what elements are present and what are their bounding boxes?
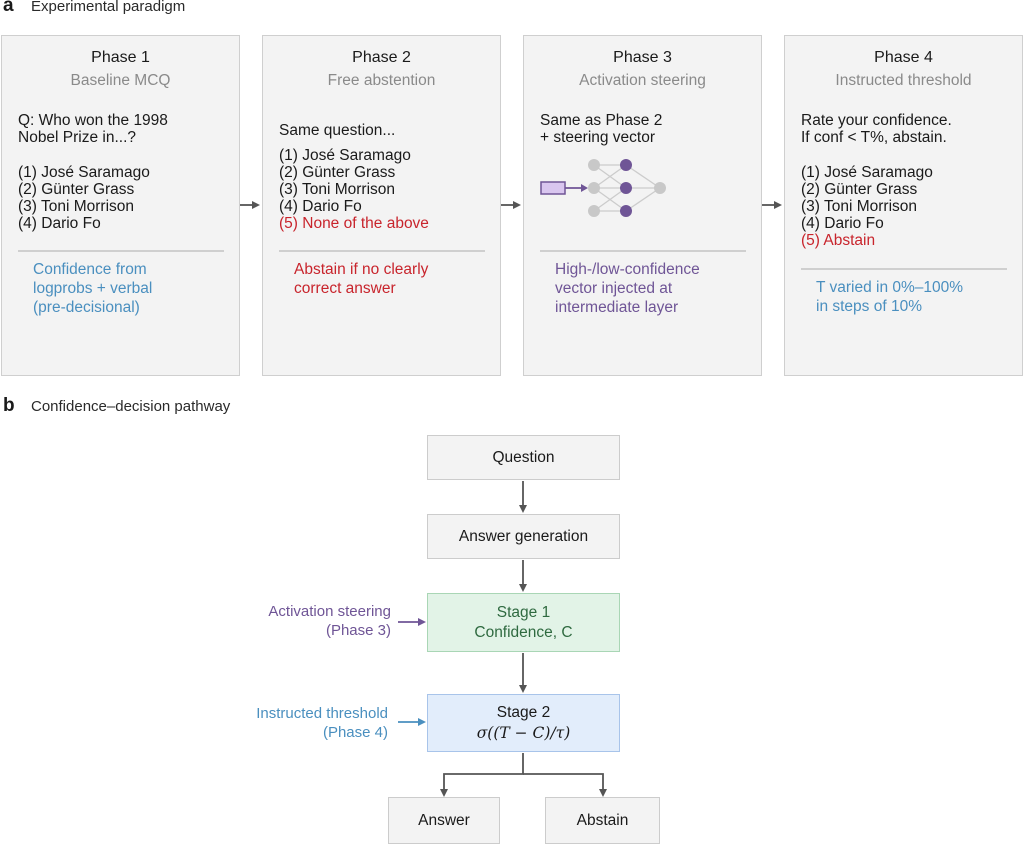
phase-2-heading: Phase 2 <box>352 49 411 66</box>
flow-arrows <box>440 481 607 797</box>
phase-4-question-line-1: Rate your confidence. <box>801 112 952 129</box>
phase-3-question-line-1: Same as Phase 2 <box>540 112 663 129</box>
panel-b-letter: b <box>3 395 15 416</box>
phase-4-option-3: (3) Toni Morrison <box>801 198 918 215</box>
panel-a-title: Experimental paradigm <box>31 0 186 15</box>
phase-2-option-5: (5) None of the above <box>279 215 429 232</box>
abstain-label: Abstain <box>576 811 629 829</box>
phase-4-question-line-2: If conf < T%, abstain. <box>801 129 947 146</box>
phase-4-box: Phase 4 Instructed threshold Rate your c… <box>784 35 1023 376</box>
instructed-threshold-label-line-1: Instructed threshold <box>256 705 388 722</box>
stage-2-box: Stage 2 σ((T − C)/τ) <box>427 694 620 752</box>
answer-label: Answer <box>418 811 470 829</box>
phase-2-note-line-2: correct answer <box>294 280 396 297</box>
activation-steering-label: Activation steering (Phase 3) <box>210 602 391 640</box>
stage-1-box: Stage 1 Confidence, C <box>427 593 620 652</box>
phase-1-option-4: (4) Dario Fo <box>18 215 101 232</box>
activation-steering-label-line-1: Activation steering <box>268 603 391 620</box>
phase-1-subtitle: Baseline MCQ <box>70 72 171 89</box>
phase-4-option-5: (5) Abstain <box>801 232 876 249</box>
phase-4-divider <box>801 268 1007 270</box>
phase-1-question-line-2: Nobel Prize in...? <box>18 129 137 146</box>
instructed-threshold-label-line-2: (Phase 4) <box>322 724 388 741</box>
phase-4-heading: Phase 4 <box>874 49 933 66</box>
phase-1-option-3: (3) Toni Morrison <box>18 198 135 215</box>
phase-3-box: Phase 3 Activation steering Same as Phas… <box>523 35 762 376</box>
phase-2-option-1: (1) José Saramago <box>279 147 411 164</box>
answer-generation-box: Answer generation <box>427 514 620 559</box>
phase-1-note-line-2: logprobs + verbal <box>33 280 153 297</box>
phase-4-note-line-2: in steps of 10% <box>816 298 922 315</box>
phase-3-heading: Phase 3 <box>613 49 672 66</box>
panel-a-letter: a <box>3 0 14 16</box>
activation-steering-label-line-2: (Phase 3) <box>325 622 391 639</box>
phase-3-divider <box>540 250 746 252</box>
phase-1-option-2: (2) Günter Grass <box>18 181 135 198</box>
phase-2-option-4: (4) Dario Fo <box>279 198 362 215</box>
phase-1-note-line-3: (pre-decisional) <box>33 299 140 316</box>
stage-2-formula: σ((T − C)/τ) <box>476 724 571 742</box>
phase-1-heading: Phase 1 <box>91 49 150 66</box>
phase-2-question: Same question... <box>279 122 396 139</box>
phase-arrows <box>240 201 782 209</box>
phase-4-option-4: (4) Dario Fo <box>801 215 884 232</box>
phase-1-note-line-1: Confidence from <box>33 261 147 278</box>
phase-2-option-2: (2) Günter Grass <box>279 164 396 181</box>
question-box: Question <box>427 435 620 480</box>
panel-b-title: Confidence–decision pathway <box>31 398 231 415</box>
stage-1-subtitle: Confidence, C <box>474 623 573 641</box>
stage-1-title: Stage 1 <box>496 603 551 621</box>
phase-1-option-1: (1) José Saramago <box>18 164 150 181</box>
steering-input-arrow <box>398 618 426 626</box>
question-label: Question <box>492 448 555 466</box>
phase-3-subtitle: Activation steering <box>579 72 706 89</box>
threshold-input-arrow <box>398 718 426 726</box>
phase-2-option-3: (3) Toni Morrison <box>279 181 396 198</box>
phase-4-option-1: (1) José Saramago <box>801 164 933 181</box>
phase-4-subtitle: Instructed threshold <box>835 72 972 89</box>
answer-generation-label: Answer generation <box>458 527 589 545</box>
phase-3-question-line-2: + steering vector <box>540 129 656 146</box>
phase-2-box: Phase 2 Free abstention Same question...… <box>262 35 501 376</box>
answer-box: Answer <box>388 797 500 844</box>
phase-4-note-line-1: T varied in 0%–100% <box>816 279 964 296</box>
phase-3-note-line-3: intermediate layer <box>555 299 679 316</box>
stage-2-title: Stage 2 <box>496 704 551 721</box>
phase-2-subtitle: Free abstention <box>327 72 436 89</box>
steering-vector-icon <box>540 181 588 195</box>
phase-3-note-line-1: High-/low-confidence <box>555 261 700 278</box>
phase-3-note-line-2: vector injected at <box>555 280 673 297</box>
abstain-box: Abstain <box>545 797 660 844</box>
phase-1-divider <box>18 250 224 252</box>
phase-2-note-line-1: Abstain if no clearly <box>294 261 429 278</box>
phase-4-option-2: (2) Günter Grass <box>801 181 918 198</box>
phase-1-question-line-1: Q: Who won the 1998 <box>18 112 168 129</box>
neural-network-icon <box>540 159 666 217</box>
instructed-threshold-label: Instructed threshold (Phase 4) <box>200 704 388 742</box>
phase-2-divider <box>279 250 485 252</box>
phase-1-box: Phase 1 Baseline MCQ Q: Who won the 1998… <box>1 35 240 376</box>
